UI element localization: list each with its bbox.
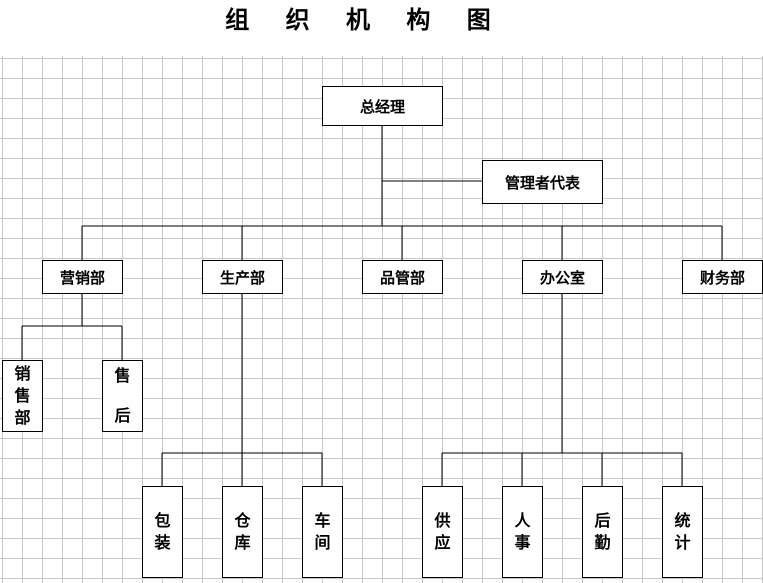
node-marketing-label: 营销部	[59, 268, 105, 287]
node-office-label: 办公室	[539, 268, 585, 287]
node-personnel-label: 人事	[514, 511, 531, 552]
node-warehouse-label: 仓库	[234, 511, 251, 552]
node-statistics-label: 统计	[674, 511, 691, 552]
node-personnel[interactable]: 人事	[502, 486, 543, 578]
node-packaging[interactable]: 包装	[142, 486, 183, 578]
node-finance-label: 财务部	[699, 268, 745, 287]
node-office[interactable]: 办公室	[522, 260, 603, 294]
node-logistics[interactable]: 后勤	[582, 486, 623, 578]
node-statistics[interactable]: 统计	[662, 486, 703, 578]
node-root-label: 总经理	[359, 97, 405, 116]
node-workshop-label: 车间	[314, 511, 331, 552]
chart-title: 组 织 机 构 图	[225, 5, 505, 34]
node-warehouse[interactable]: 仓库	[222, 486, 263, 578]
node-after-sales[interactable]: 售后	[102, 360, 143, 432]
node-sales[interactable]: 销售部	[2, 360, 43, 432]
node-supply[interactable]: 供应	[422, 486, 463, 578]
node-assistant-label: 管理者代表	[504, 173, 580, 192]
node-sales-label: 销售部	[14, 364, 31, 427]
node-root[interactable]: 总经理	[322, 86, 443, 126]
node-logistics-label: 后勤	[594, 511, 611, 552]
node-packaging-label: 包装	[154, 511, 171, 552]
node-marketing[interactable]: 营销部	[42, 260, 123, 294]
node-production-label: 生产部	[219, 268, 265, 287]
node-after-sales-label: 售后	[114, 366, 131, 425]
node-assistant[interactable]: 管理者代表	[482, 160, 603, 204]
node-workshop[interactable]: 车间	[302, 486, 343, 578]
node-quality-label: 品管部	[379, 268, 425, 287]
node-production[interactable]: 生产部	[202, 260, 283, 294]
node-quality[interactable]: 品管部	[362, 260, 443, 294]
node-finance[interactable]: 财务部	[682, 260, 763, 294]
node-supply-label: 供应	[434, 511, 451, 552]
